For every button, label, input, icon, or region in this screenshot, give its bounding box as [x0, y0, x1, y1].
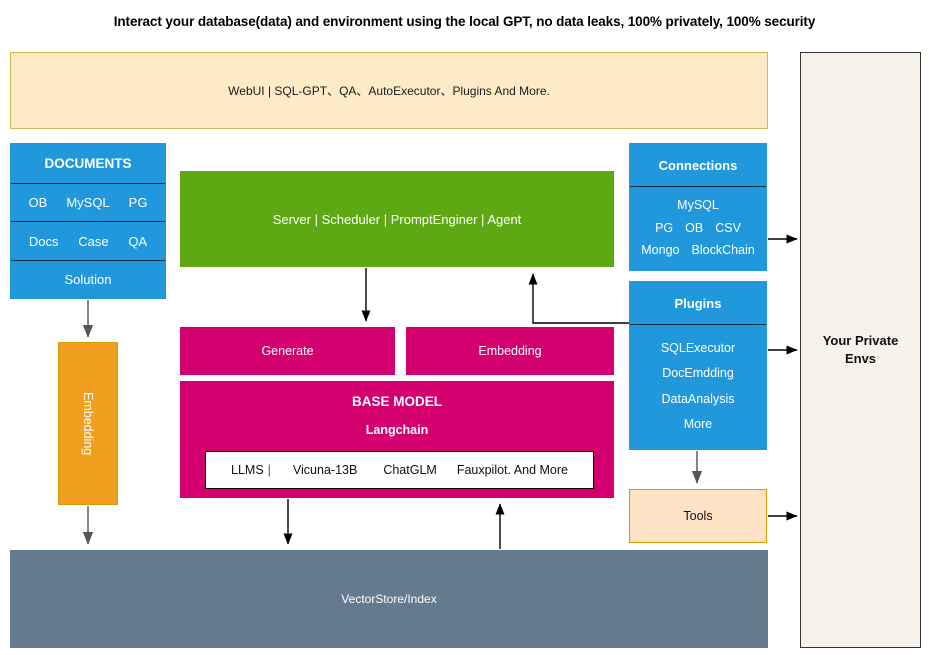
plugins-body: SQLExecutor DocEmdding DataAnalysis More [630, 324, 766, 449]
plugins-item-more[interactable]: More [683, 417, 713, 432]
connections-panel: Connections MySQL PG OB CSV Mongo BlockC… [629, 143, 767, 271]
documents-item-docs[interactable]: Docs [28, 233, 59, 249]
documents-item-solution[interactable]: Solution [64, 271, 112, 287]
documents-item-qa[interactable]: QA [128, 233, 148, 249]
documents-row-solution: Solution [11, 259, 165, 298]
embedding-pipeline-box: Embedding [58, 342, 118, 505]
generate-label: Generate [261, 344, 314, 358]
connections-item-pg[interactable]: PG [655, 220, 674, 235]
connections-item-blockchain[interactable]: BlockChain [691, 243, 755, 258]
connector-plugins-to-server [528, 273, 629, 324]
page-title: Interact your database(data) and environ… [113, 14, 816, 29]
connections-header: Connections [658, 157, 738, 173]
connections-body: MySQL PG OB CSV Mongo BlockChain [630, 186, 766, 270]
webui-label: WebUI | SQL-GPT、QA、AutoExecutor、Plugins … [228, 84, 550, 98]
embedding-pipeline-label: Embedding [81, 391, 95, 456]
plugins-item-docemdding[interactable]: DocEmdding [662, 366, 734, 381]
connections-line-1: MySQL [677, 198, 719, 212]
documents-header: DOCUMENTS [44, 156, 132, 172]
documents-row-types: Docs Case QA [11, 221, 165, 259]
plugins-item-sqlexecutor[interactable]: SQLExecutor [660, 340, 736, 355]
llms-item-fauxpilot[interactable]: Fauxpilot. And More [456, 463, 568, 477]
connections-item-ob[interactable]: OB [685, 220, 704, 235]
plugins-header: Plugins [674, 295, 722, 311]
server-label: Server | Scheduler | PromptEnginer | Age… [272, 211, 522, 227]
plugins-panel: Plugins SQLExecutor DocEmdding DataAnaly… [629, 281, 767, 450]
base-model-title: BASE MODEL [351, 394, 442, 409]
llms-label: LLMS [231, 463, 264, 477]
server-band: Server | Scheduler | PromptEnginer | Age… [180, 171, 614, 267]
private-envs-panel: Your Private Envs [800, 52, 921, 648]
documents-panel: DOCUMENTS OB MySQL PG Docs Case QA Solut… [10, 143, 166, 299]
vectorstore-label: VectorStore/Index [341, 592, 437, 606]
base-model-panel: BASE MODEL Langchain LLMS | Vicuna-13B C… [180, 381, 614, 498]
vectorstore-panel: VectorStore/Index [10, 550, 768, 648]
documents-item-pg[interactable]: PG [128, 195, 148, 211]
tools-box: Tools [629, 489, 767, 543]
base-model-subtitle: Langchain [365, 423, 429, 437]
private-envs-line2: Envs [844, 351, 877, 366]
llms-list-box: LLMS | Vicuna-13B ChatGLM Fauxpilot. And… [205, 451, 594, 489]
connections-item-mysql[interactable]: MySQL [677, 197, 719, 212]
generate-box: Generate [180, 327, 395, 375]
tools-label: Tools [683, 509, 713, 523]
connections-line-2: PG OB CSV [655, 221, 741, 235]
documents-item-case[interactable]: Case [78, 233, 109, 249]
connections-item-csv[interactable]: CSV [715, 220, 741, 235]
documents-item-ob[interactable]: OB [28, 195, 48, 211]
embedding-box-label: Embedding [478, 344, 542, 358]
plugins-item-dataanalysis[interactable]: DataAnalysis [661, 391, 735, 406]
connections-line-3: Mongo BlockChain [641, 243, 754, 257]
llms-item-chatglm[interactable]: ChatGLM [383, 463, 437, 477]
llms-item-vicuna[interactable]: Vicuna-13B [292, 463, 358, 477]
embedding-box: Embedding [406, 327, 614, 375]
llms-separator: | [267, 463, 271, 477]
private-envs-line1: Your Private [822, 333, 899, 349]
webui-banner[interactable]: WebUI | SQL-GPT、QA、AutoExecutor、Plugins … [10, 52, 768, 129]
documents-item-mysql[interactable]: MySQL [66, 195, 110, 211]
connections-item-mongo[interactable]: Mongo [641, 243, 680, 258]
documents-row-sources: OB MySQL PG [11, 183, 165, 221]
